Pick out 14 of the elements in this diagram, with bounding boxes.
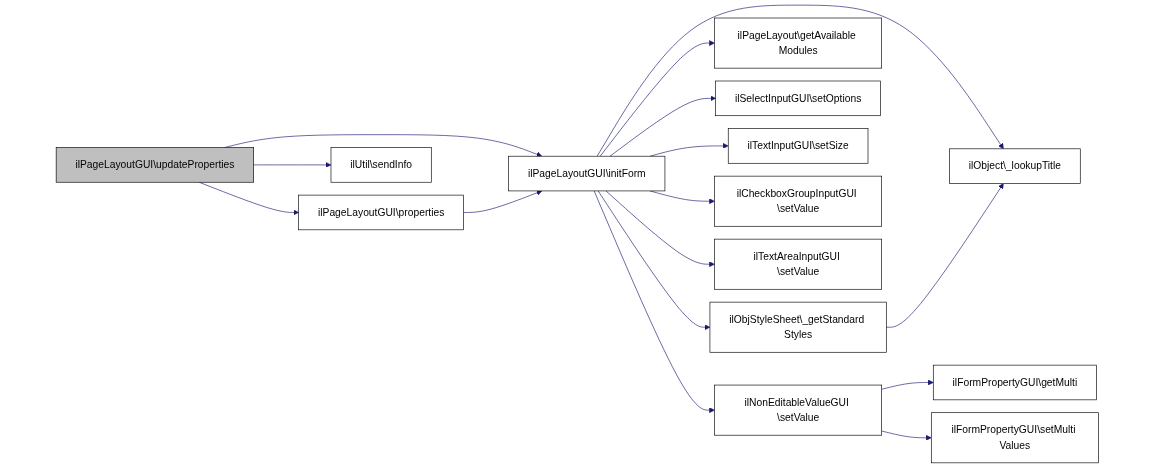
node-box: ilCheckboxGroupInputGUI \setValue bbox=[714, 175, 883, 227]
node-box: ilObjStyleSheet\_getStandard Styles bbox=[709, 301, 887, 353]
node-box: ilTextAreaInputGUI \setValue bbox=[714, 238, 883, 290]
node-box: ilPageLayoutGUI\properties bbox=[298, 194, 465, 231]
node-box: ilSelectInputGUI\setOptions bbox=[715, 80, 882, 117]
node-box: ilPageLayoutGUI\updateProperties bbox=[56, 147, 255, 183]
node-box: ilPageLayout\getAvailable Modules bbox=[714, 17, 883, 69]
node-box: ilFormPropertyGUI\setMulti Values bbox=[931, 412, 1099, 464]
node-box: ilNonEditableValueGUI \setValue bbox=[714, 384, 883, 436]
node-box: ilFormPropertyGUI\getMulti bbox=[933, 364, 1097, 401]
node-box: ilPageLayoutGUI\initForm bbox=[508, 155, 666, 192]
node-box: ilObject\_lookupTitle bbox=[949, 148, 1081, 184]
node-box: ilTextInputGUI\setSize bbox=[728, 128, 869, 164]
node-box: ilUtil\sendInfo bbox=[330, 147, 432, 183]
